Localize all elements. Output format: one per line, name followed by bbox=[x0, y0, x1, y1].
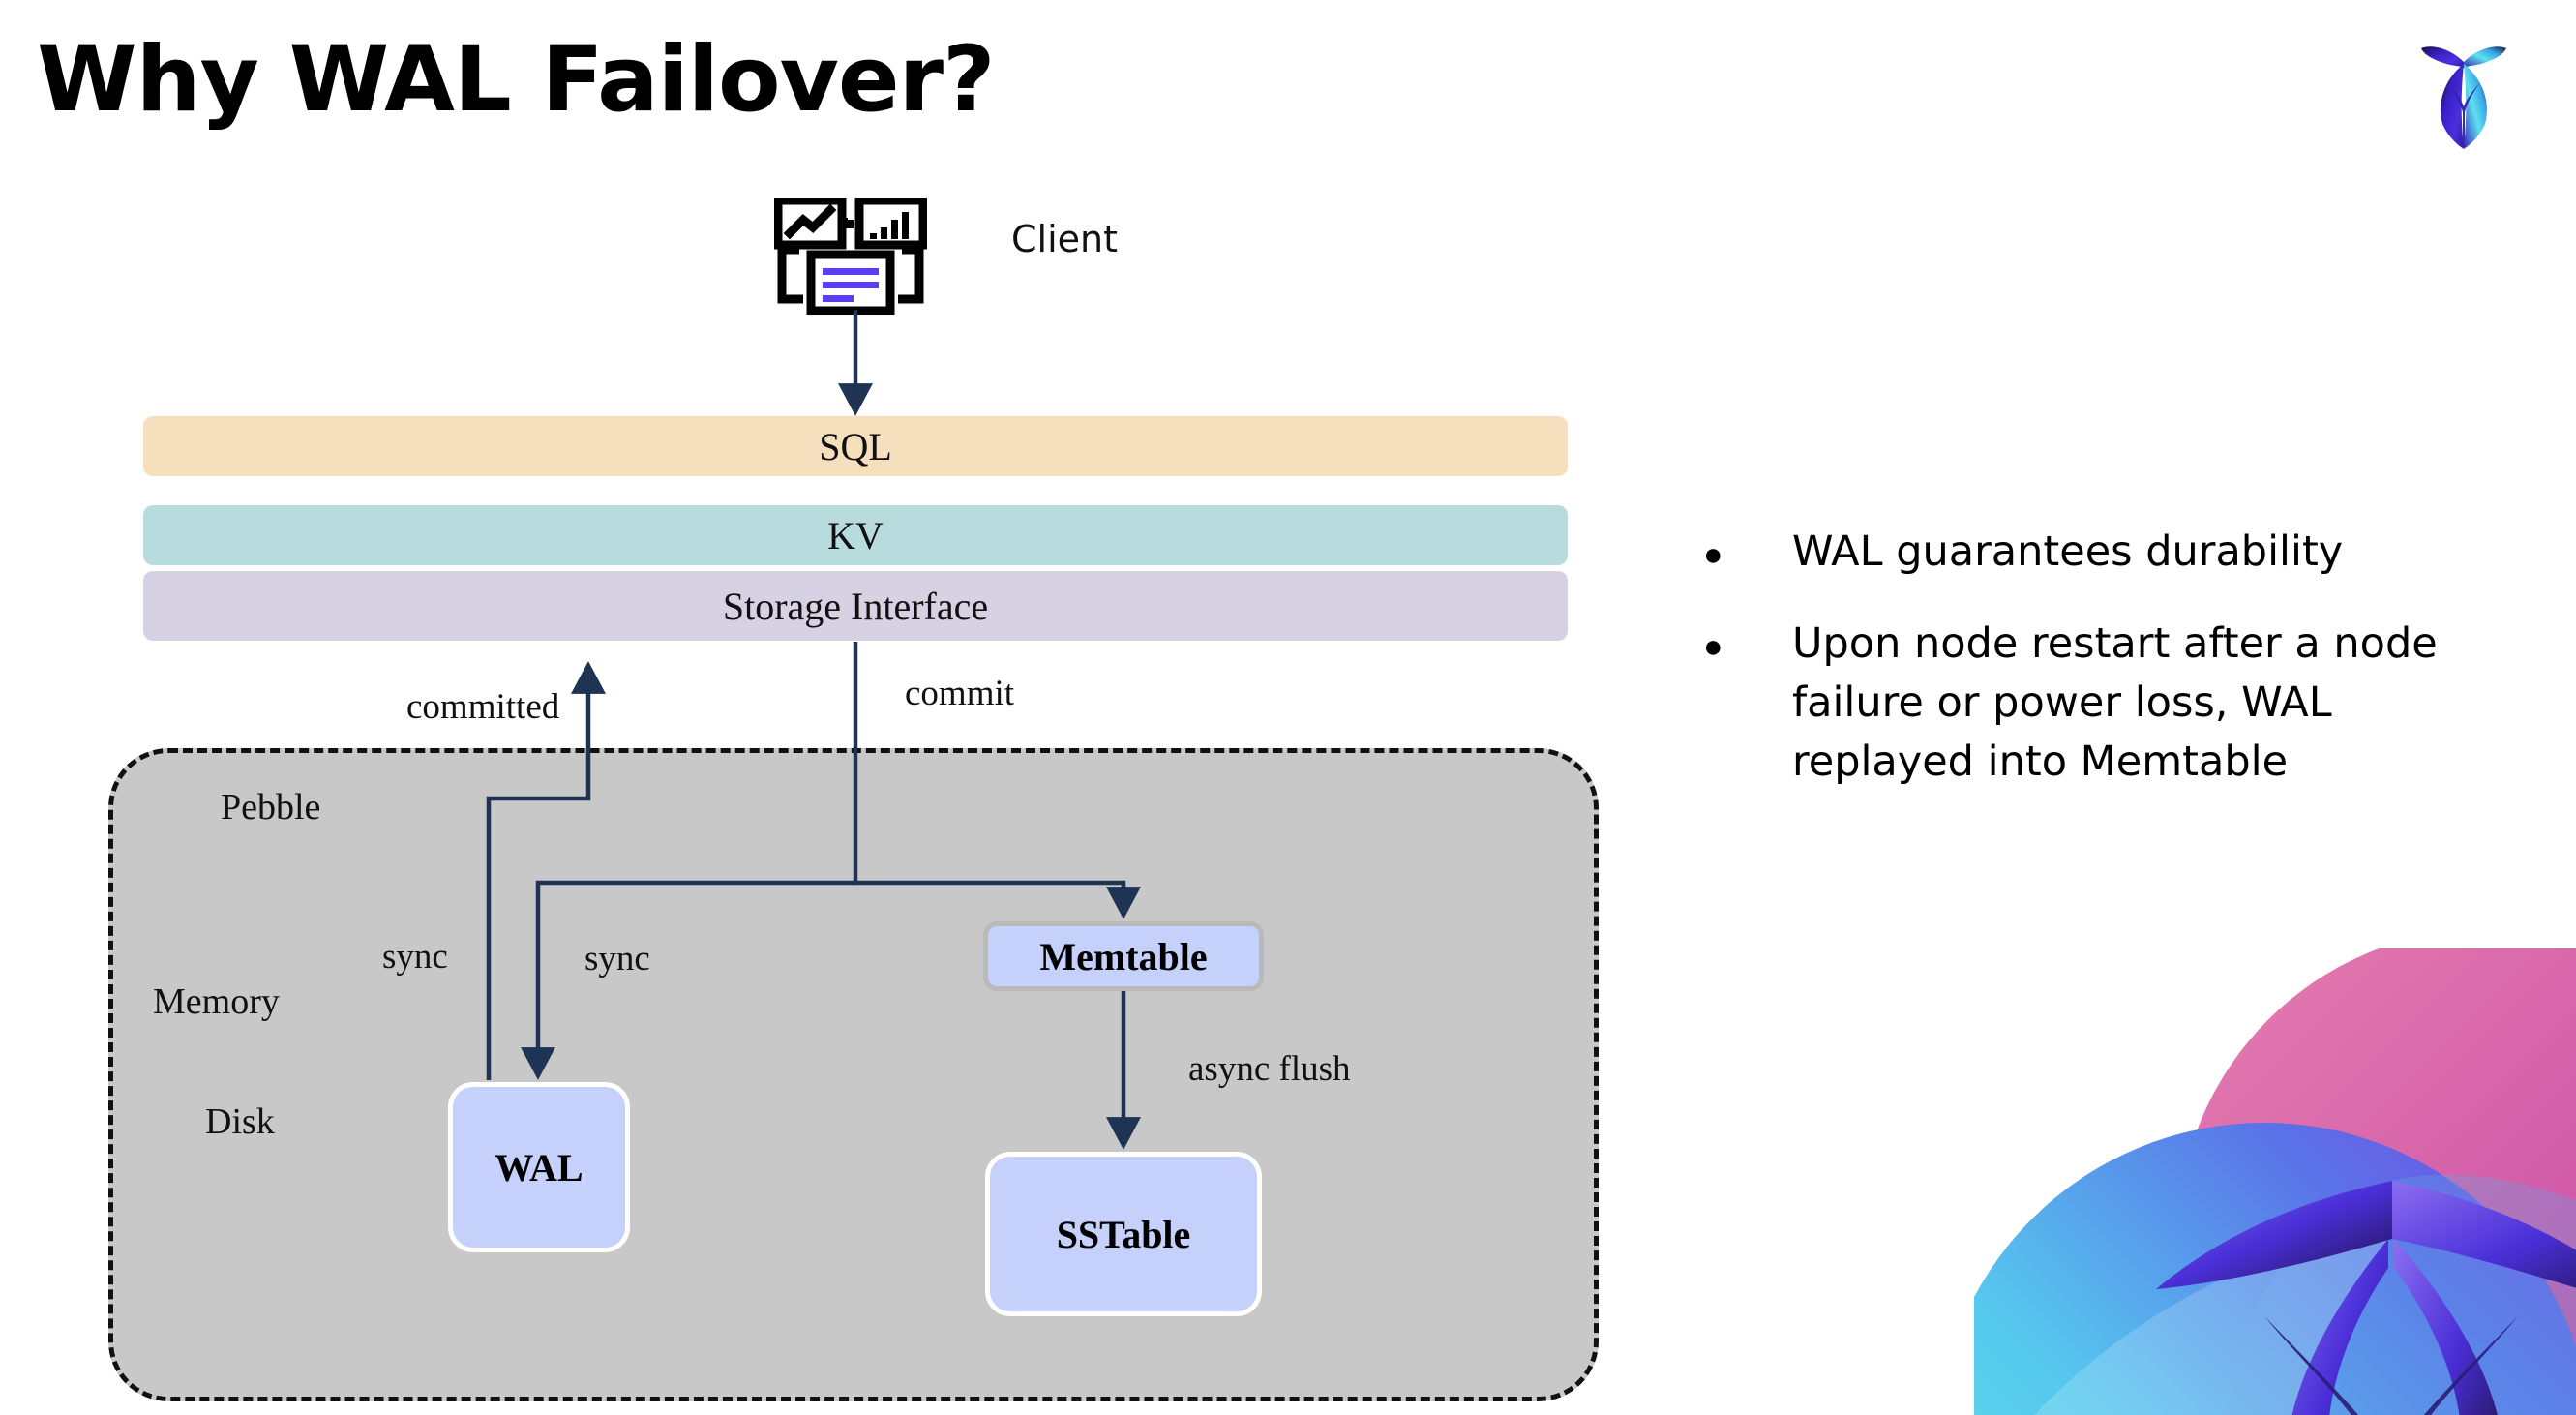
node-wal-label: WAL bbox=[494, 1145, 584, 1189]
node-sstable-label: SSTable bbox=[1056, 1212, 1191, 1256]
bullet-marker-icon: ● bbox=[1703, 628, 1723, 666]
pebble-label: Pebble bbox=[221, 787, 321, 828]
layer-bar-storage-interface: Storage Interface bbox=[143, 571, 1568, 641]
list-item: ● Upon node restart after a node failure… bbox=[1703, 615, 2506, 792]
bullet-marker-icon: ● bbox=[1703, 536, 1723, 573]
memory-zone-label: Memory bbox=[153, 981, 280, 1022]
page-title: Why WAL Failover? bbox=[37, 27, 996, 133]
disk-zone-label: Disk bbox=[205, 1101, 275, 1142]
cockroachdb-logo bbox=[2410, 37, 2518, 153]
bullet-list: ● WAL guarantees durability ● Upon node … bbox=[1703, 523, 2506, 825]
node-wal: WAL bbox=[448, 1082, 630, 1252]
edge-label-commit: commit bbox=[905, 674, 1015, 713]
layer-bar-sql: SQL bbox=[143, 416, 1568, 476]
layer-bar-kv: KV bbox=[143, 505, 1568, 565]
node-memtable: Memtable bbox=[983, 921, 1264, 991]
layer-bar-storage-interface-label: Storage Interface bbox=[722, 584, 989, 628]
client-label: Client bbox=[1011, 218, 1119, 260]
edge-label-sync-1: sync bbox=[382, 937, 448, 977]
pebble-container bbox=[108, 748, 1599, 1401]
bullet-text: Upon node restart after a node failure o… bbox=[1792, 619, 2438, 787]
layer-bar-kv-label: KV bbox=[827, 513, 884, 557]
bullet-text: WAL guarantees durability bbox=[1792, 527, 2344, 576]
node-memtable-label: Memtable bbox=[1039, 934, 1208, 978]
edge-label-committed: committed bbox=[406, 687, 560, 727]
edge-label-async-flush: async flush bbox=[1188, 1049, 1351, 1089]
decorative-logo-watermark bbox=[1974, 948, 2576, 1415]
layer-bar-sql-label: SQL bbox=[819, 424, 892, 468]
client-dashboard-icon bbox=[773, 196, 928, 316]
list-item: ● WAL guarantees durability bbox=[1703, 523, 2506, 582]
node-sstable: SSTable bbox=[985, 1152, 1262, 1316]
edge-label-sync-2: sync bbox=[584, 939, 650, 978]
